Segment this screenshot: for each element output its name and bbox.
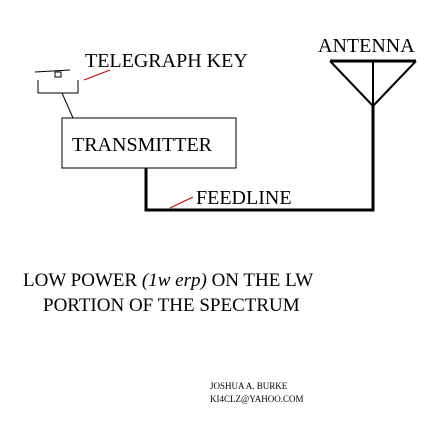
transmitter-box: [61, 117, 237, 169]
telegraph-key-icon: [34, 69, 79, 94]
antenna-icon: [329, 59, 417, 108]
transmitter-label: TRANSMITTER: [72, 134, 213, 156]
caption-line-1-end: ON THE LW: [206, 270, 314, 291]
caption-line-1: LOW POWER (1w erp) ON THE LW: [23, 270, 313, 292]
caption-line-1-start: LOW POWER: [23, 270, 142, 291]
telegraph-key-label: TELEGRAPH KEY: [85, 50, 248, 72]
antenna-label: ANTENNA: [318, 35, 415, 57]
credit-name: JOSHUA A. BURKE: [210, 381, 288, 391]
telegraph-key-pointer: [83, 69, 111, 81]
caption-erp: (1w erp): [141, 270, 207, 291]
credit-block: JOSHUA A. BURKE KI4CLZ@YAHOO.COM: [210, 380, 304, 406]
feedline-label: FEEDLINE: [196, 187, 292, 209]
feedline-pointer: [169, 196, 194, 209]
credit-contact: KI4CLZ@YAHOO.COM: [210, 394, 304, 404]
key-connection-line: [61, 92, 74, 119]
caption-line-2: PORTION OF THE SPECTRUM: [43, 295, 300, 316]
feedline: [144, 106, 375, 212]
